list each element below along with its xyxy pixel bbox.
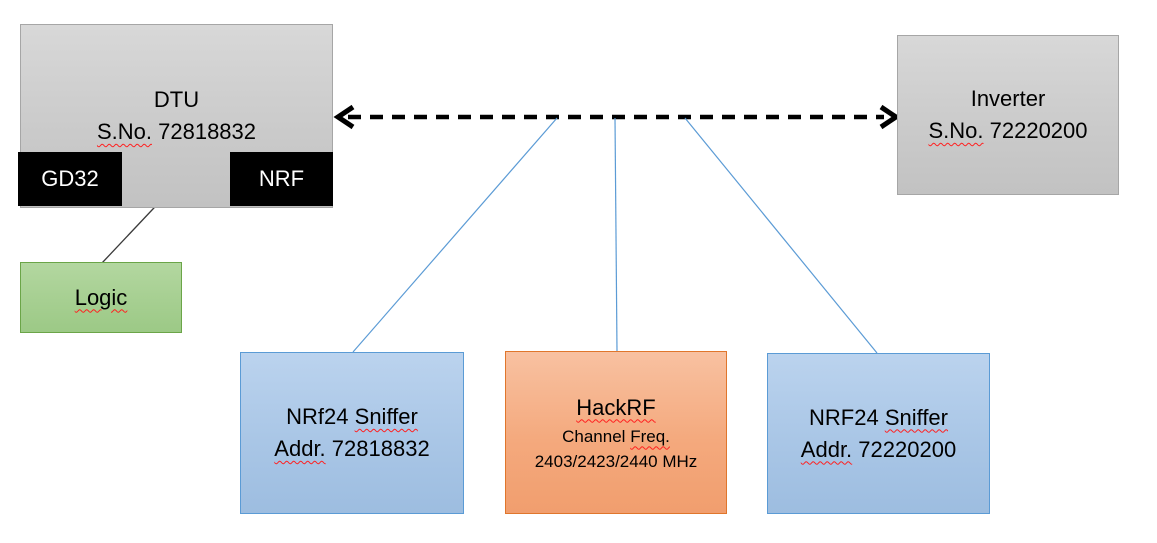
dtu-serial: S.No. 72818832 bbox=[97, 116, 256, 148]
logic-node: Logic bbox=[20, 262, 182, 333]
dtu-serial-label: S.No. bbox=[96, 119, 152, 144]
sniffer-left-addr-number: 72818832 bbox=[331, 436, 430, 461]
hackrf-frequencies: 2403/2423/2440 MHz bbox=[534, 451, 698, 471]
sniffer-right-connector-line bbox=[684, 117, 878, 354]
dtu-serial-number: 72818832 bbox=[158, 119, 257, 144]
sniffer-right-node: NRF24 Sniffer Addr. 72220200 bbox=[767, 353, 990, 514]
hackrf-node: HackRF Channel Freq. 2403/2423/2440 MHz bbox=[505, 351, 727, 514]
dashed-arrow-left-head bbox=[333, 104, 355, 130]
dtu-title: DTU bbox=[153, 87, 200, 112]
dashed-arrow-right-head bbox=[879, 104, 901, 130]
inverter-serial: S.No. 72220200 bbox=[928, 115, 1087, 147]
inverter-serial-number: 72220200 bbox=[989, 118, 1088, 143]
gd32-node: GD32 bbox=[18, 152, 122, 206]
sniffer-left-device-word: Sniffer bbox=[354, 404, 418, 429]
sniffer-left-addr: Addr. 72818832 bbox=[274, 433, 429, 465]
hackrf-channel-word1: Channel bbox=[562, 426, 626, 446]
inverter-serial-label: S.No. bbox=[928, 118, 984, 143]
hackrf-title: HackRF bbox=[576, 394, 656, 420]
sniffer-right-addr: Addr. 72220200 bbox=[801, 434, 956, 466]
sniffer-right-device-word: Sniffer bbox=[884, 404, 948, 430]
gd32-label: GD32 bbox=[41, 166, 99, 191]
sniffer-left-connector-line bbox=[352, 117, 558, 353]
sniffer-left-addr-label: Addr. bbox=[274, 436, 326, 461]
sniffer-right-device: NRF24 bbox=[809, 404, 879, 430]
sniffer-left-node: NRf24 Sniffer Addr. 72818832 bbox=[240, 352, 464, 514]
sniffer-right-addr-number: 72220200 bbox=[858, 436, 957, 462]
hackrf-channel-line: Channel Freq. bbox=[562, 424, 670, 449]
nrf-node: NRF bbox=[230, 152, 333, 206]
inverter-node: Inverter S.No. 72220200 bbox=[897, 35, 1119, 195]
inverter-title: Inverter bbox=[970, 86, 1046, 111]
sniffer-left-device: NRf24 bbox=[286, 404, 349, 429]
hackrf-connector-line bbox=[614, 117, 618, 352]
hackrf-channel-word2: Freq. bbox=[630, 426, 670, 446]
sniffer-right-title: NRF24 Sniffer bbox=[809, 402, 948, 434]
sniffer-left-title: NRf24 Sniffer bbox=[286, 401, 418, 433]
dtu-inverter-dashed-arrow bbox=[333, 104, 901, 130]
sniffer-right-addr-label: Addr. bbox=[800, 436, 853, 462]
nrf-label: NRF bbox=[258, 166, 305, 191]
logic-label: Logic bbox=[74, 284, 128, 310]
